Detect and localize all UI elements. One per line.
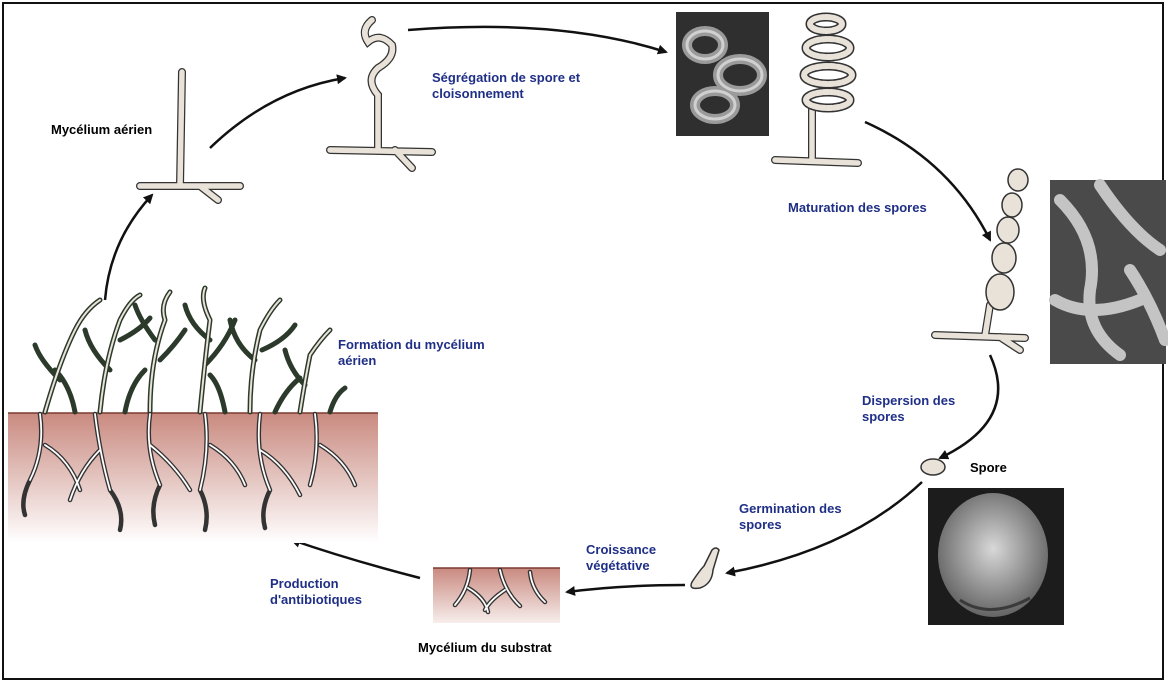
soil-block [8,413,378,543]
germinating-spore-illustration [691,548,719,588]
arrow-substrate-to-production [292,540,420,578]
label-production: Production d'antibiotiques [270,576,362,608]
sem-photo-spore-chains [676,12,769,136]
label-formation: Formation du mycélium aérien [338,337,485,369]
arrow-formation-to-aerial [105,195,152,300]
substrate-mycelium-block [433,568,560,623]
coiling-hypha-illustration [330,20,432,168]
label-dispersion: Dispersion des spores [862,393,955,425]
sem-photo-single-spore [928,488,1064,625]
label-aerial-mycelium: Mycélium aérien [51,122,152,138]
label-substrate-mycelium: Mycélium du substrat [418,640,552,656]
aerial-mycelium-mound [35,288,345,412]
arrow-germination-to-substrate [567,585,685,592]
arrow-coil-to-segregation [408,27,666,52]
label-croissance: Croissance végétative [586,542,656,574]
label-spore: Spore [970,460,1007,476]
arrow-aerial-to-coil [210,78,345,148]
septated-coil-illustration [775,17,858,163]
label-germination: Germination des spores [739,501,842,533]
colony-illustration [8,288,378,543]
spore-chain-illustration [935,169,1028,350]
label-maturation: Maturation des spores [788,200,927,216]
arrow-segregation-to-maturation [865,122,990,240]
sem-photo-mature-spores [1050,180,1166,364]
label-segregation: Ségrégation de spore et cloisonnement [432,70,580,102]
free-spore-illustration [921,459,945,475]
